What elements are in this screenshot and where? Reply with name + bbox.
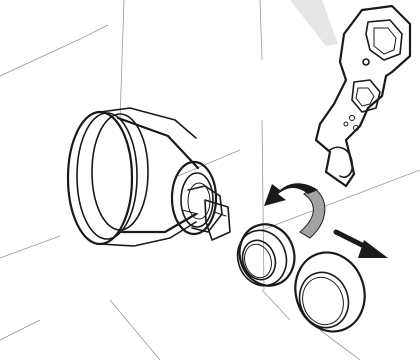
cover-cap bbox=[285, 243, 374, 340]
highlight-beam bbox=[290, 0, 338, 46]
valve-body bbox=[68, 108, 230, 246]
pull-out-direction-arrow-icon bbox=[336, 232, 388, 258]
counter-clockwise-rotation-arrow-icon bbox=[264, 183, 325, 238]
